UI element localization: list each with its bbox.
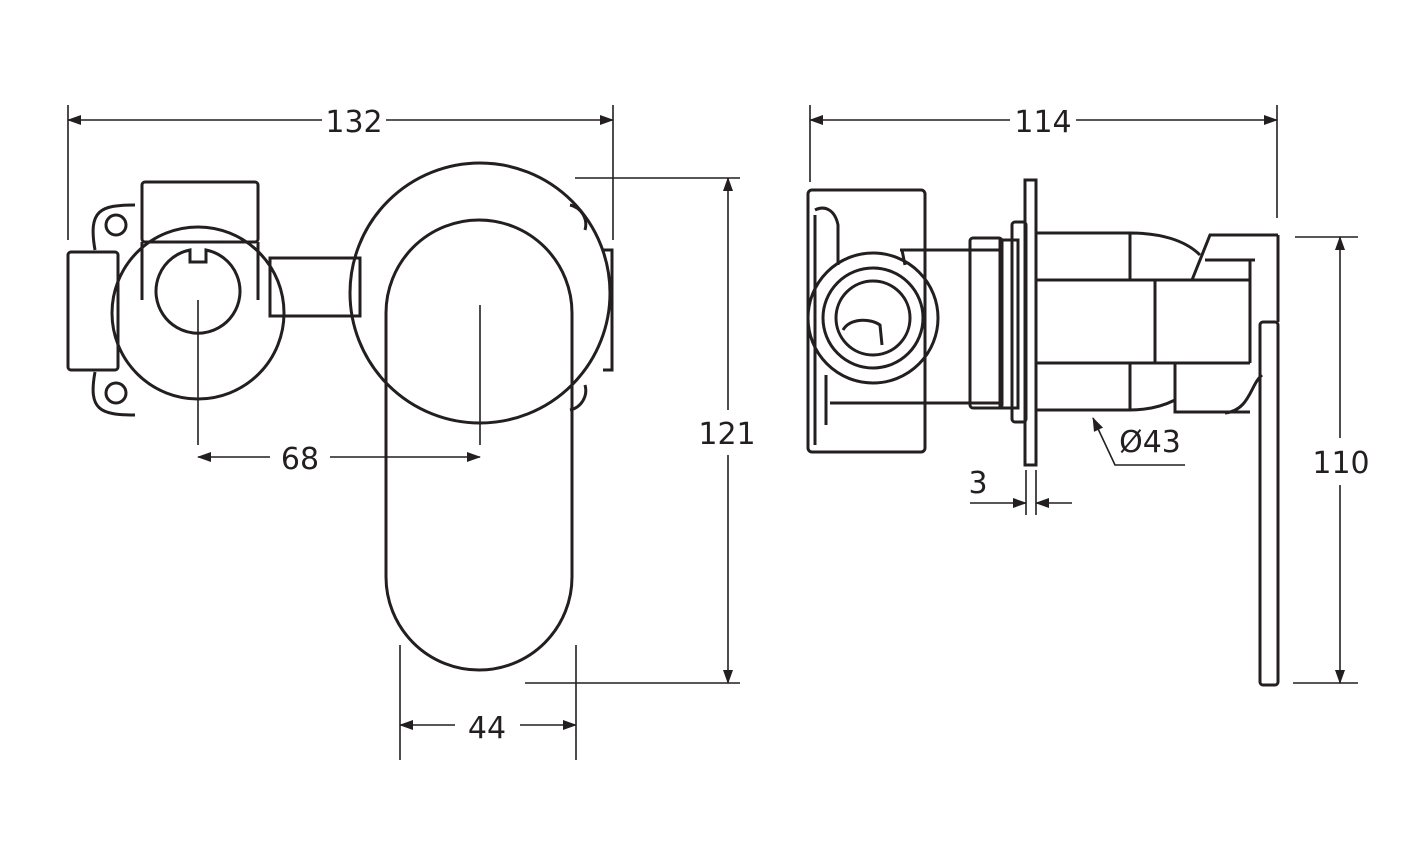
lever-handle: [384, 218, 574, 672]
mounting-hole: [104, 213, 128, 237]
mixer-body: [66, 180, 362, 417]
side-view: 114 110 3 Ø43: [806, 105, 1370, 687]
front-view: 132 68 121 44: [66, 105, 756, 760]
mounting-hole: [104, 381, 128, 405]
wall-flange: [1023, 178, 1038, 467]
dimension-diameter-43: Ø43: [1119, 425, 1181, 460]
dimension-114: 114: [1014, 105, 1071, 140]
dimension-44: 44: [468, 711, 506, 746]
keyhole-spindle: [154, 248, 242, 335]
dimension-3: 3: [968, 466, 987, 501]
dimension-110: 110: [1312, 446, 1369, 481]
dimension-132: 132: [325, 105, 382, 140]
dimension-121: 121: [698, 417, 755, 452]
dimension-68: 68: [281, 442, 319, 477]
lever-side: [1258, 320, 1280, 687]
inlet-fitting: [806, 251, 940, 385]
